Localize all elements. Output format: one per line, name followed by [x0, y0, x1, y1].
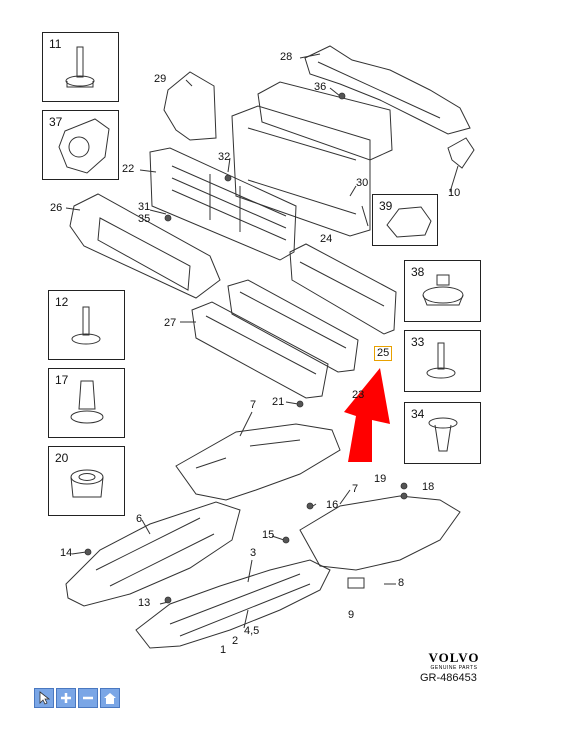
callout-28: 28	[280, 51, 293, 63]
part-29-air-guide	[163, 71, 217, 141]
bolt-icon	[426, 342, 456, 379]
part-28-crossmember	[304, 45, 471, 135]
callout-30: 30	[356, 177, 369, 189]
home-icon	[104, 692, 116, 704]
callout-25: 25	[374, 346, 393, 361]
callout-7-lower: 7	[352, 483, 359, 495]
inset-part-34: 34	[404, 402, 481, 464]
inset-label: 17	[55, 373, 69, 387]
inset-label: 38	[411, 265, 425, 279]
zoom-in-button[interactable]	[56, 688, 76, 708]
callout-1: 1	[220, 644, 227, 656]
part-30-radiator-shroud	[231, 105, 371, 237]
callout-9: 9	[348, 609, 355, 621]
zoom-out-button[interactable]	[78, 688, 98, 708]
cursor-icon	[39, 691, 50, 705]
nut-washer-icon	[422, 274, 464, 306]
inset-part-11: 11	[42, 32, 119, 102]
callout-6: 6	[136, 513, 143, 525]
plus-icon	[61, 693, 71, 703]
part-1-main-underbody	[135, 559, 331, 649]
part-26-front-frame	[69, 193, 221, 299]
inset-part-12: 12	[48, 290, 125, 360]
inset-label: 33	[411, 335, 425, 349]
callout-14: 14	[60, 547, 73, 559]
brand-logo: VOLVO GENUINE PARTS	[424, 650, 484, 671]
inset-part-38: 38	[404, 260, 481, 322]
inset-label: 12	[55, 295, 69, 309]
callout-8: 8	[398, 577, 405, 589]
callout-4-5: 4,5	[244, 625, 260, 637]
callout-18: 18	[422, 481, 435, 493]
callout-35: 35	[138, 213, 151, 225]
callout-22: 22	[122, 163, 135, 175]
clip-icon	[70, 380, 104, 424]
part-6-underbody-panel	[65, 501, 241, 607]
callout-2: 2	[232, 635, 239, 647]
callout-31: 31	[138, 201, 151, 213]
callout-15: 15	[262, 529, 275, 541]
inset-label: 20	[55, 451, 69, 465]
inset-part-37: 37	[42, 110, 119, 180]
brand-subtitle: GENUINE PARTS	[430, 665, 478, 671]
callout-7-upper: 7	[250, 399, 257, 411]
callout-10: 10	[448, 187, 461, 199]
bolt-icon	[71, 306, 101, 345]
diagram-reference: GR-486453	[420, 672, 477, 684]
callout-13: 13	[138, 597, 151, 609]
housing-icon	[58, 118, 110, 174]
part-7-splash-shield-lower	[299, 495, 461, 571]
callout-16: 16	[326, 499, 339, 511]
callout-29: 29	[154, 73, 167, 85]
part-7-splash-shield-upper	[175, 423, 341, 501]
inset-label: 11	[49, 37, 62, 51]
select-tool-button[interactable]	[34, 688, 54, 708]
callout-26: 26	[50, 202, 63, 214]
callout-21: 21	[272, 396, 285, 408]
highlight-arrow	[344, 368, 390, 462]
part-36-shroud-top	[257, 81, 393, 161]
part-24-lower-duct	[289, 243, 397, 335]
callout-36: 36	[314, 81, 327, 93]
callout-19: 19	[374, 473, 387, 485]
inset-part-17: 17	[48, 368, 125, 438]
cap-icon	[386, 206, 432, 238]
part-10-bracket	[447, 137, 475, 169]
inset-label: 39	[379, 199, 393, 213]
minus-icon	[83, 696, 93, 700]
grommet-icon	[70, 469, 104, 498]
inset-part-20: 20	[48, 446, 125, 516]
inset-part-39: 39	[372, 194, 438, 246]
bolt-icon	[65, 46, 95, 88]
callout-23: 23	[352, 389, 365, 401]
callout-32: 32	[218, 151, 231, 163]
inset-label: 37	[49, 115, 63, 129]
part-8-connector	[347, 577, 365, 589]
brand-name: VOLVO	[428, 650, 480, 665]
home-button[interactable]	[100, 688, 120, 708]
callout-27: 27	[164, 317, 177, 329]
viewer-toolbar	[34, 688, 120, 708]
part-27-air-guide-lower	[191, 301, 329, 399]
push-clip-icon	[428, 417, 458, 452]
callout-3: 3	[250, 547, 257, 559]
callout-24: 24	[320, 233, 333, 245]
part-22-grille-frame	[149, 147, 297, 261]
inset-label: 34	[411, 407, 425, 421]
inset-part-33: 33	[404, 330, 481, 392]
